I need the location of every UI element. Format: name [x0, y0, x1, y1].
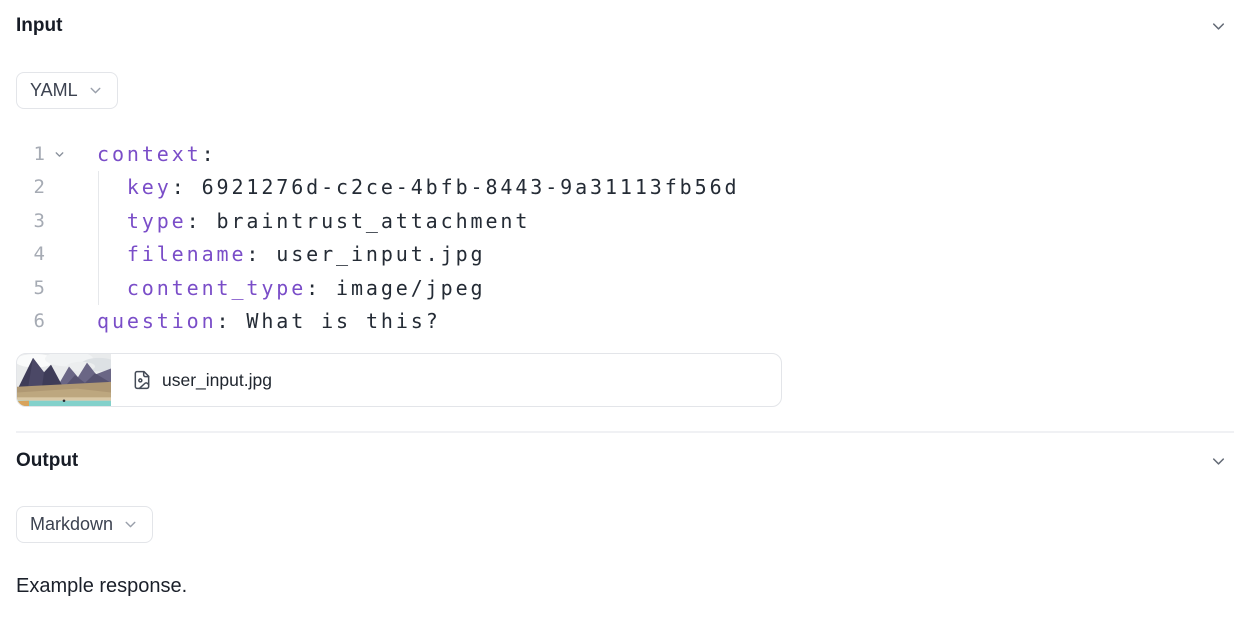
- yaml-plain-token: : image/jpeg: [306, 275, 486, 300]
- fold-gutter: [45, 238, 97, 271]
- indent-guide: [98, 171, 99, 205]
- output-section-header: Output: [16, 449, 1234, 473]
- line-number: 4: [33, 243, 45, 266]
- attachment-filename: user_input.jpg: [162, 369, 272, 390]
- line-number: 1: [33, 143, 45, 165]
- chevron-down-icon: [1209, 17, 1228, 36]
- code-content: content_type: image/jpeg: [97, 271, 1234, 305]
- yaml-key-token: type: [126, 208, 187, 233]
- indent-guide: [98, 204, 99, 239]
- code-content: filename: user_input.jpg: [97, 238, 1234, 272]
- chevron-down-icon: [87, 82, 104, 99]
- code-line: 2 key: 6921276d-c2ce-4bfb-8443-9a31113fb5…: [16, 171, 1234, 205]
- yaml-key-token: filename: [126, 242, 247, 267]
- fold-gutter: [45, 305, 97, 338]
- yaml-key-token: context: [97, 142, 202, 166]
- input-format-selector[interactable]: YAML: [16, 72, 118, 109]
- yaml-code-editor[interactable]: 1 context: 2 key: 6921276d-c2ce-4bfb-8443-9…: [16, 138, 1234, 338]
- yaml-plain-token: : 6921276d-c2ce-4bfb-8443-9a31113fb56d: [171, 175, 740, 200]
- mountain-landscape-graphic: [17, 354, 111, 407]
- output-section: Output Markdown Example response.: [16, 449, 1234, 600]
- code-content: question: What is this?: [97, 305, 1234, 338]
- indent-guide: [98, 238, 99, 272]
- fold-gutter: [45, 272, 97, 305]
- code-content: type: braintrust_attachment: [97, 204, 1234, 239]
- output-format-label: Markdown: [30, 514, 114, 535]
- chevron-down-icon: [1209, 452, 1228, 471]
- input-format-label: YAML: [30, 80, 78, 100]
- file-image-icon: [132, 370, 152, 390]
- output-collapse-button[interactable]: [1209, 452, 1228, 471]
- line-number: 5: [33, 276, 45, 299]
- section-divider: [16, 431, 1234, 434]
- attachment-file-pill[interactable]: user_input.jpg: [111, 354, 272, 406]
- line-number: 2: [33, 176, 45, 199]
- code-line: 6 question: What is this?: [16, 305, 1234, 338]
- input-section-title: Input: [16, 15, 63, 36]
- fold-chevron-icon[interactable]: [45, 138, 97, 171]
- yaml-plain-token: : What is this?: [216, 308, 441, 333]
- trace-io-panel: Input YAML 1 context: 2 key: 6921276d-c2ce-…: [0, 14, 1250, 600]
- input-section: Input YAML 1 context: 2 key: 6921276d-c2ce-…: [16, 14, 1234, 408]
- fold-gutter: [45, 205, 97, 238]
- output-format-selector[interactable]: Markdown: [16, 506, 154, 544]
- yaml-plain-token: : braintrust_attachment: [186, 208, 531, 233]
- attachment-thumbnail-image[interactable]: [17, 354, 111, 407]
- line-number: 6: [33, 309, 45, 332]
- attachment-card[interactable]: user_input.jpg: [16, 353, 782, 408]
- code-line: 3 type: braintrust_attachment: [16, 204, 1234, 239]
- chevron-down-icon: [122, 516, 139, 533]
- yaml-plain-token: :: [201, 142, 217, 166]
- line-number: 3: [33, 209, 45, 232]
- indent-guide: [98, 271, 99, 305]
- code-line: 5 content_type: image/jpeg: [16, 271, 1234, 305]
- yaml-key-token: key: [126, 175, 172, 200]
- yaml-plain-token: : user_input.jpg: [246, 242, 486, 267]
- output-section-title: Output: [16, 450, 79, 472]
- output-response-text: Example response.: [16, 575, 188, 598]
- yaml-key-token: question: [97, 308, 217, 333]
- code-line: 1 context:: [16, 138, 1234, 171]
- yaml-key-token: content_type: [126, 275, 307, 300]
- code-line: 4 filename: user_input.jpg: [16, 238, 1234, 272]
- fold-gutter: [45, 171, 97, 204]
- input-collapse-button[interactable]: [1209, 17, 1228, 36]
- code-content: key: 6921276d-c2ce-4bfb-8443-9a31113fb56…: [97, 171, 1234, 205]
- code-content: context:: [97, 138, 1234, 171]
- input-section-header: Input: [16, 14, 1234, 38]
